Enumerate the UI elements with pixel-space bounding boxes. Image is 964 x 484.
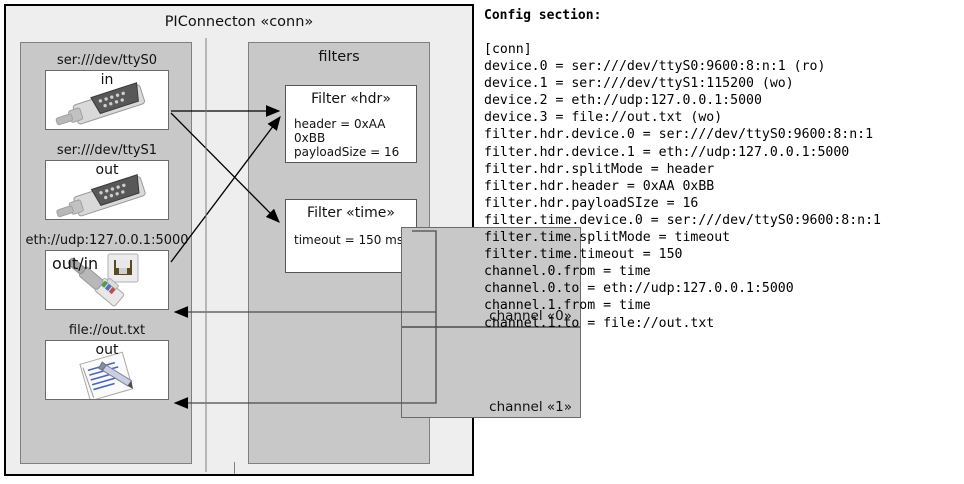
device-box[interactable]: out (45, 160, 169, 220)
diagram-title: PIConnecton «conn» (164, 14, 314, 30)
document-pencil-icon (79, 351, 134, 399)
device-label: ser:///dev/ttyS0 (56, 53, 158, 68)
channel-label: channel «1» (489, 399, 572, 415)
config-heading: Config section: (484, 8, 602, 23)
device-box[interactable]: out/in (45, 250, 169, 310)
device-direction: out (95, 162, 119, 178)
device-direction: out/in (52, 254, 99, 273)
filter-attr: header = 0xAA 0xBB (294, 117, 386, 145)
filters-title: filters (318, 49, 360, 65)
devices-group: ser:///dev/ttyS0 in (20, 42, 192, 464)
frame-bottom-tick (234, 462, 235, 474)
filter-title: Filter «hdr» (311, 91, 391, 107)
filter-attr: timeout = 150 ms (294, 233, 404, 247)
filter-node-time[interactable]: Filter «time» timeout = 150 ms (285, 199, 417, 273)
device-label: file://out.txt (68, 323, 146, 338)
filter-attr: payloadSize = 16 (294, 145, 400, 159)
serial-connector-icon (55, 82, 145, 126)
serial-connector-icon (56, 174, 146, 218)
connector-diagram: PIConnecton «conn» ser:///dev/ttyS0 in (4, 4, 581, 476)
device-block-ttyS1[interactable]: ser:///dev/ttyS1 out (21, 143, 193, 220)
filter-node-hdr[interactable]: Filter «hdr» header = 0xAA 0xBB payloadS… (285, 85, 417, 163)
device-direction: out (95, 342, 119, 358)
channel-label: channel «0» (489, 308, 572, 324)
device-box[interactable]: out (45, 340, 169, 400)
device-block-ttyS0[interactable]: ser:///dev/ttyS0 in (21, 53, 193, 130)
channel-box-1[interactable]: channel «1» (401, 327, 581, 418)
device-block-file[interactable]: file://out.txt out (21, 323, 193, 400)
filter-title: Filter «time» (307, 205, 395, 221)
device-label: ser:///dev/ttyS1 (56, 143, 158, 158)
filters-group: filters Filter «hdr» header = 0xAA 0xBB … (248, 42, 581, 464)
device-block-eth[interactable]: eth://udp:127.0.0.1:5000 out/in (21, 233, 193, 310)
config-section: Config section: [conn] device.0 = ser://… (484, 8, 962, 332)
ethernet-jack-icon (67, 253, 139, 307)
device-direction: in (100, 72, 114, 88)
config-text: [conn] device.0 = ser:///dev/ttyS0:9600:… (484, 42, 881, 331)
device-label: eth://udp:127.0.0.1:5000 (25, 233, 189, 248)
device-box[interactable]: in (45, 70, 169, 130)
